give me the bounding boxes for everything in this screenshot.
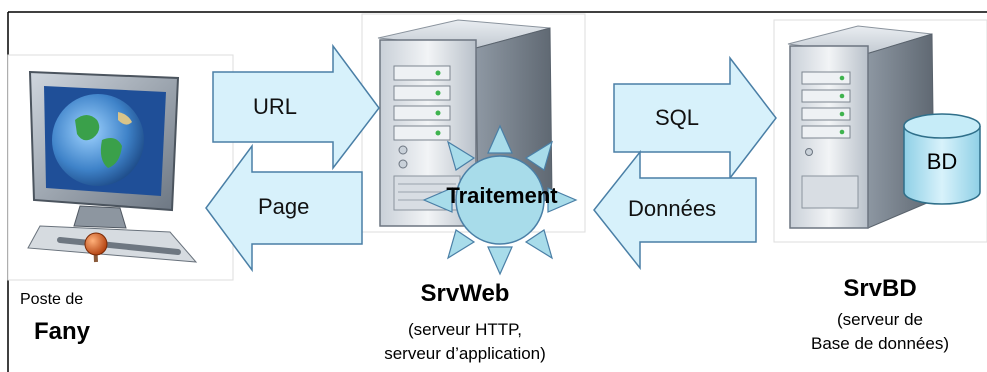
db-server-desc-line1: (serveur de bbox=[837, 310, 923, 329]
web-server-desc-line2: serveur d’application) bbox=[384, 344, 546, 363]
arrow-url-label: URL bbox=[253, 94, 298, 119]
arrow-url bbox=[212, 43, 380, 171]
processing-sun-icon bbox=[422, 124, 578, 276]
processing-label: Traitement bbox=[446, 183, 558, 208]
client-name: Fany bbox=[34, 318, 91, 345]
client-caption-line1: Poste de bbox=[20, 291, 84, 308]
arrow-sql bbox=[613, 55, 777, 181]
db-server-name: SrvBD bbox=[843, 275, 917, 302]
web-server-desc-line1: (serveur HTTP, bbox=[408, 320, 522, 339]
arrow-page bbox=[205, 143, 363, 273]
database-cylinder-icon bbox=[903, 113, 981, 205]
database-label: BD bbox=[926, 149, 958, 174]
arrow-page-label: Page bbox=[258, 194, 310, 219]
client-computer-icon bbox=[7, 54, 234, 281]
db-server-icon bbox=[773, 19, 987, 243]
arrow-sql-label: SQL bbox=[655, 105, 700, 130]
arrow-donnees bbox=[593, 149, 757, 271]
arrow-donnees-label: Données bbox=[628, 196, 717, 221]
db-server-desc-line2: Base de données) bbox=[811, 334, 949, 353]
web-server-name: SrvWeb bbox=[420, 280, 510, 307]
